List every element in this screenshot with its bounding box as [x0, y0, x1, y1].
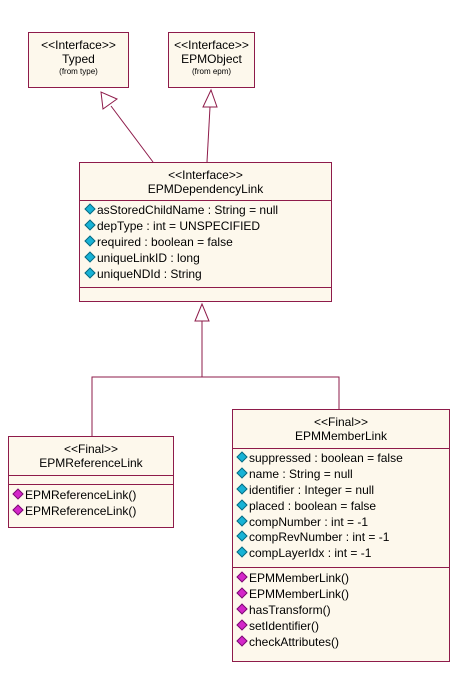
attribute-icon	[84, 203, 96, 215]
package-source: (from epm)	[191, 67, 232, 76]
attribute-row[interactable]: name : String = null	[236, 467, 403, 483]
operation-row[interactable]: setIdentifier()	[236, 619, 349, 635]
class-epm-reference-link[interactable]: <<Final>> EPMReferenceLink EPMReferenceL…	[8, 436, 174, 528]
attribute-row[interactable]: uniqueLinkID : long	[84, 251, 278, 267]
class-name: EPMMemberLink	[294, 429, 388, 443]
operation-icon	[236, 619, 248, 631]
attribute-icon	[236, 530, 248, 543]
generalization-typed-arrowhead	[100, 91, 119, 110]
operation-icon	[236, 634, 248, 647]
attribute-row[interactable]: uniqueNDId : String	[84, 266, 278, 283]
attribute-icon	[236, 467, 248, 479]
generalization-typed-line	[110, 105, 154, 163]
compartment-divider	[9, 484, 173, 485]
attribute-row[interactable]: required : boolean = false	[84, 235, 278, 251]
stereotype-label: <<Interface>>	[41, 38, 116, 52]
attribute-icon	[236, 514, 248, 527]
class-name: EPMDependencyLink	[147, 182, 264, 196]
attribute-icon	[236, 483, 248, 495]
compartment-divider	[9, 475, 173, 476]
operation-icon	[236, 571, 248, 583]
operation-row[interactable]: checkAttributes()	[236, 634, 349, 651]
attribute-icon	[84, 219, 96, 231]
attribute-icon	[84, 235, 96, 247]
attribute-list: asStoredChildName : String = null depTyp…	[84, 203, 278, 283]
operation-list: EPMMemberLink() EPMMemberLink() hasTrans…	[236, 571, 349, 651]
attribute-icon	[236, 546, 248, 559]
compartment-divider	[80, 287, 331, 288]
operation-row[interactable]: EPMMemberLink()	[236, 587, 349, 603]
attribute-row[interactable]: identifier : Integer = null	[236, 483, 403, 499]
generalization-subclass-connector	[91, 321, 203, 436]
generalization-epmobject-line	[206, 106, 211, 163]
class-typed[interactable]: <<Interface>> Typed (from type)	[28, 32, 129, 88]
stereotype-label: <<Interface>>	[168, 168, 243, 182]
operation-icon	[12, 504, 24, 516]
compartment-divider	[80, 200, 331, 201]
attribute-row[interactable]: suppressed : boolean = false	[236, 451, 403, 467]
attribute-row[interactable]: compRevNumber : int = -1	[236, 530, 403, 546]
attribute-row[interactable]: compLayerIdx : int = -1	[236, 546, 403, 562]
attribute-row[interactable]: asStoredChildName : String = null	[84, 203, 278, 219]
generalization-epmobject-arrowhead	[202, 88, 218, 108]
stereotype-label: <<Final>>	[313, 415, 369, 429]
stereotype-label: <<Final>>	[63, 442, 119, 456]
compartment-divider	[233, 567, 449, 568]
class-epmobject[interactable]: <<Interface>> EPMObject (from epm)	[168, 32, 255, 88]
operation-row[interactable]: EPMReferenceLink()	[12, 488, 136, 504]
operation-row[interactable]: EPMMemberLink()	[236, 571, 349, 587]
attribute-icon	[84, 266, 96, 279]
stereotype-label: <<Interface>>	[174, 38, 249, 52]
attribute-row[interactable]: depType : int = UNSPECIFIED	[84, 219, 278, 235]
operation-row[interactable]: EPMReferenceLink()	[12, 504, 136, 520]
operation-icon	[236, 587, 248, 599]
compartment-divider	[233, 448, 449, 449]
operation-list: EPMReferenceLink() EPMReferenceLink()	[12, 488, 136, 520]
attribute-icon	[236, 451, 248, 463]
class-name: EPMObject	[181, 52, 242, 66]
package-source: (from type)	[59, 67, 98, 76]
class-epm-dependency-link[interactable]: <<Interface>> EPMDependencyLink asStored…	[79, 162, 332, 302]
operation-row[interactable]: hasTransform()	[236, 603, 349, 619]
attribute-row[interactable]: placed : boolean = false	[236, 499, 403, 515]
attribute-list: suppressed : boolean = false name : Stri…	[236, 451, 403, 562]
attribute-row[interactable]: compNumber : int = -1	[236, 514, 403, 531]
attribute-icon	[236, 499, 248, 511]
class-name: Typed	[62, 52, 95, 66]
operation-icon	[12, 488, 24, 500]
class-epm-member-link[interactable]: <<Final>> EPMMemberLink suppressed : boo…	[232, 409, 450, 662]
generalization-dependency-arrowhead	[194, 302, 210, 322]
class-name: EPMReferenceLink	[39, 456, 143, 470]
attribute-icon	[84, 251, 96, 263]
operation-icon	[236, 603, 248, 615]
generalization-member-connector	[202, 376, 340, 409]
